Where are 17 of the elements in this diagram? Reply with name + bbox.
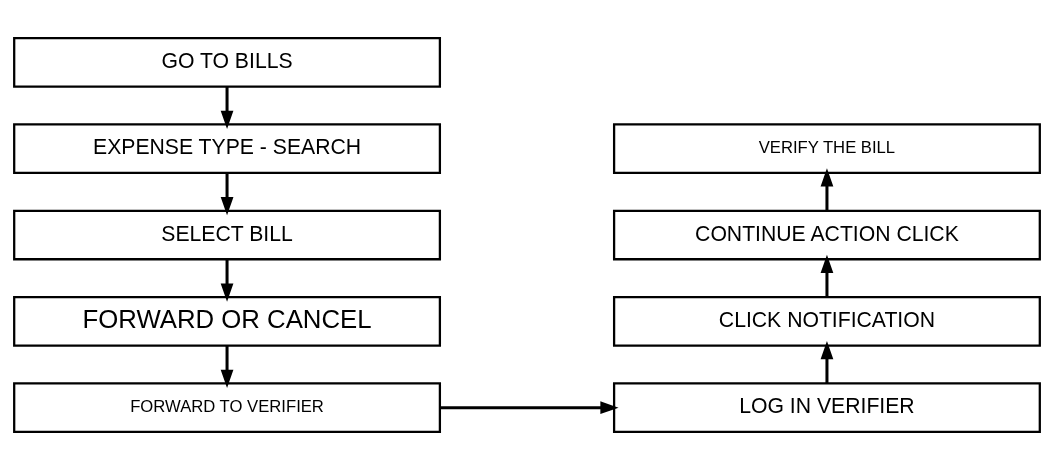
node-box: LOG IN VERIFIER xyxy=(612,382,1041,434)
arrow xyxy=(440,401,619,415)
arrow xyxy=(220,86,234,129)
arrow xyxy=(220,172,234,216)
node-box: SELECT BILL xyxy=(13,209,442,261)
node-box: FORWARD TO VERIFIER xyxy=(13,382,442,434)
node-box: VERIFY THE BILL xyxy=(612,123,1041,175)
arrow xyxy=(820,168,834,211)
node-box: EXPENSE TYPE - SEARCH xyxy=(13,123,442,175)
arrow xyxy=(220,259,234,302)
node-box: CLICK NOTIFICATION xyxy=(612,295,1041,347)
arrow xyxy=(820,341,834,384)
arrow xyxy=(220,345,234,389)
node-box: FORWARD OR CANCEL xyxy=(13,295,442,347)
arrow xyxy=(820,254,834,298)
node-box: GO TO BILLS xyxy=(13,36,442,88)
node-box: CONTINUE ACTION CLICK xyxy=(612,209,1041,261)
